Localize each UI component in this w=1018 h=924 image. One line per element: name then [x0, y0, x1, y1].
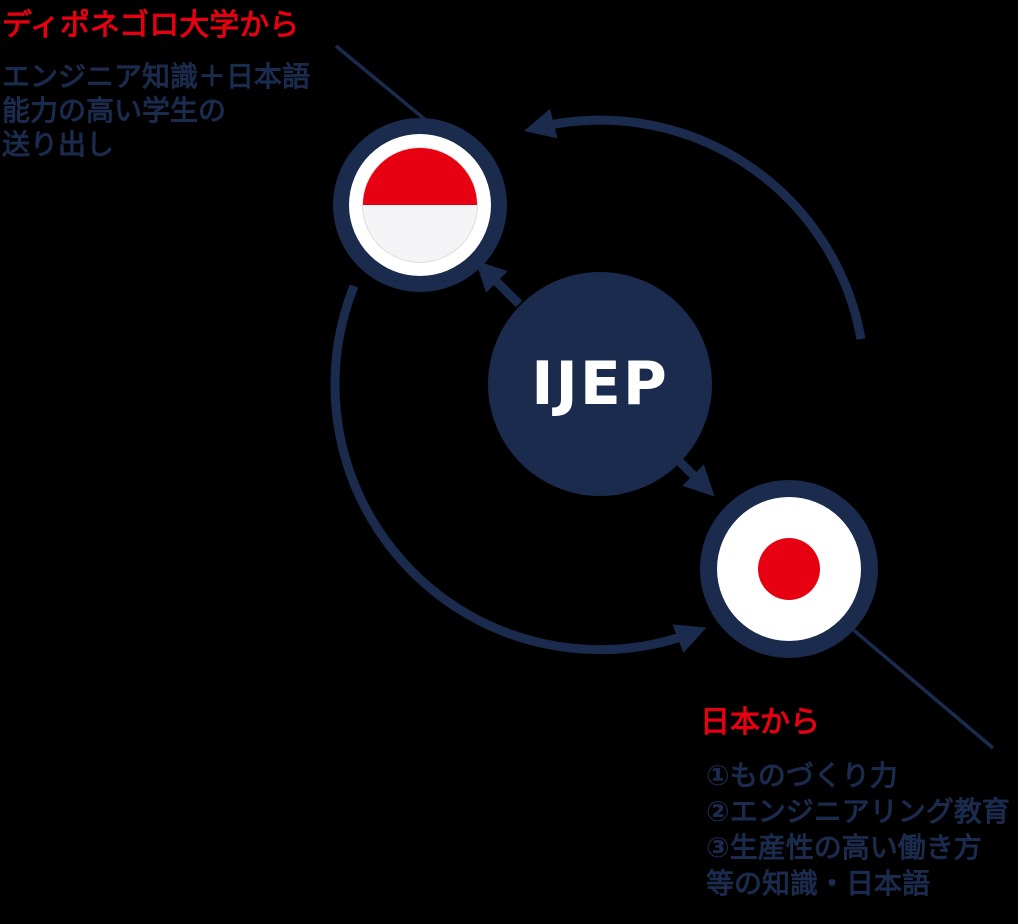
description-line: ①ものづくり力 — [706, 759, 898, 792]
arrow-ijep-to-japan — [676, 458, 715, 497]
indonesia-flag-ring — [349, 134, 491, 276]
arc-top-right-to-indonesia — [524, 108, 866, 340]
japan-flag-icon — [717, 497, 861, 641]
indonesia-description: エンジニア知識＋日本語 能力の高い学生の 送り出し — [2, 60, 310, 162]
japan-node — [700, 480, 878, 658]
ijep-node: IJEP — [488, 272, 712, 496]
description-line: 能力の高い学生の — [2, 94, 227, 127]
japan-description: ①ものづくり力 ②エンジニアリング教育 ③生産性の高い働き方 等の知識・日本語 — [706, 758, 1010, 902]
description-line: ③生産性の高い働き方 — [706, 831, 982, 864]
description-line: エンジニア知識＋日本語 — [2, 60, 311, 93]
arrow-ijep-to-indonesia — [475, 260, 523, 308]
indonesia-flag-icon — [362, 147, 478, 263]
arc-indonesia-to-japan — [330, 284, 707, 655]
description-line: ②エンジニアリング教育 — [706, 795, 1010, 828]
japan-flag-sun — [758, 538, 820, 600]
description-line: 等の知識・日本語 — [706, 867, 931, 900]
indonesia-title: ディポネゴロ大学から — [2, 8, 300, 43]
ijep-label: IJEP — [531, 349, 669, 419]
description-line: 送り出し — [2, 128, 115, 161]
indonesia-node — [333, 118, 507, 292]
japan-title: 日本から — [700, 705, 820, 740]
